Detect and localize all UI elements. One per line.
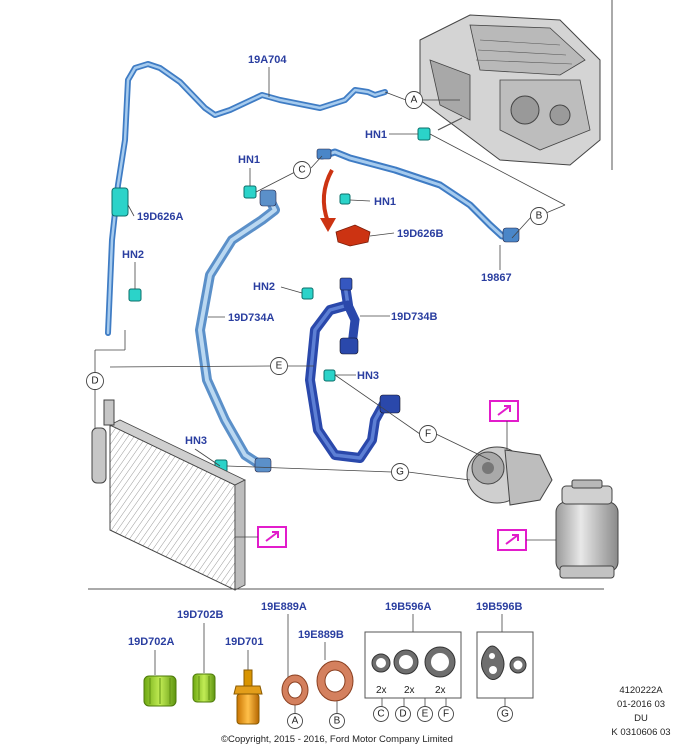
label-hn2-left: HN2	[122, 249, 144, 261]
label-hn1-red: HN1	[374, 196, 396, 208]
hose-19867	[318, 148, 516, 242]
seal-callout-g: G	[497, 706, 513, 722]
seal-rings-19b596a-image	[371, 646, 456, 678]
ref-code-1: 4120222A	[619, 685, 663, 696]
gasket-19e889a-image	[281, 674, 309, 706]
label-19d734a: 19D734A	[228, 312, 275, 324]
fitting-19d734a-top	[259, 189, 277, 207]
ref-code-4: K 0310606 03	[611, 727, 670, 738]
label-19d701: 19D701	[225, 636, 264, 648]
compressor-image	[466, 446, 553, 506]
gasket-19e889b-image	[316, 660, 354, 702]
label-19b596a: 19B596A	[385, 601, 432, 613]
label-19e889b: 19E889B	[298, 629, 344, 641]
svg-text:A: A	[292, 716, 299, 727]
fitting-19867-right	[502, 227, 520, 243]
fitting-19d734b-mid	[339, 337, 359, 355]
svg-text:A: A	[411, 95, 418, 106]
label-hn2-mid: HN2	[253, 281, 275, 293]
qty-c: 2x	[376, 685, 387, 696]
fitting-19d734a-bottom	[254, 457, 272, 473]
ref-code-2: 01-2016 03	[617, 699, 665, 710]
svg-text:C: C	[298, 165, 305, 176]
qty-e: 2x	[435, 685, 446, 696]
svg-text:G: G	[501, 709, 509, 720]
ref-code-3: DU	[634, 713, 648, 724]
link-icon-cylinder[interactable]	[497, 529, 527, 551]
link-icon-compressor[interactable]	[489, 400, 519, 422]
gasket-callout-a: A	[287, 713, 303, 729]
clip-19d626a	[111, 187, 129, 217]
leader-lines	[94, 67, 566, 541]
seal-callout-e: E	[417, 706, 433, 722]
callout-d: D	[86, 372, 104, 390]
clip-hn1-hvac	[417, 127, 431, 141]
svg-text:G: G	[396, 467, 404, 478]
label-hn1-hvac: HN1	[365, 129, 387, 141]
svg-text:D: D	[399, 709, 406, 720]
seal-callout-c: C	[373, 706, 389, 722]
seal-callout-f: F	[438, 706, 454, 722]
label-19d702b: 19D702B	[177, 609, 224, 621]
label-19b596b: 19B596B	[476, 601, 523, 613]
clip-hn1-red	[339, 193, 351, 205]
label-hn3-left: HN3	[185, 435, 207, 447]
red-arrow-head-icon	[320, 218, 336, 232]
valve-19d701-image	[233, 669, 263, 725]
part-19d626b-highlight	[335, 224, 371, 247]
label-19d626b: 19D626B	[397, 228, 444, 240]
hose-19d734a	[195, 195, 280, 471]
gasket-callout-b: B	[329, 713, 345, 729]
callout-f: F	[419, 425, 437, 443]
svg-text:B: B	[334, 716, 341, 727]
seal-rings-19b596b-image	[481, 645, 527, 680]
fitting-19867-left	[316, 148, 332, 160]
seal-callout-d: D	[395, 706, 411, 722]
refrigerant-cylinder-image	[555, 479, 619, 579]
cap-19d702b-image	[192, 673, 216, 703]
label-19a704: 19A704	[248, 54, 287, 66]
svg-text:F: F	[425, 429, 431, 440]
svg-text:D: D	[91, 376, 98, 387]
fitting-19d734b-end	[379, 394, 401, 414]
callout-b: B	[530, 207, 548, 225]
link-icon-condenser[interactable]	[257, 526, 287, 548]
qty-d: 2x	[404, 685, 415, 696]
label-19d626a: 19D626A	[137, 211, 184, 223]
svg-text:F: F	[443, 709, 449, 720]
label-19d734b: 19D734B	[391, 311, 438, 323]
clip-hn2-mid	[301, 287, 314, 300]
hvac-unit-image	[419, 14, 601, 166]
callout-c: C	[293, 161, 311, 179]
condenser-image	[91, 399, 246, 591]
svg-text:E: E	[422, 709, 429, 720]
svg-text:C: C	[377, 709, 384, 720]
clip-hn2-left	[128, 288, 142, 302]
fitting-19d734b-top	[339, 277, 353, 291]
clip-hn3-mid	[323, 369, 336, 382]
label-19e889a: 19E889A	[261, 601, 307, 613]
label-hn1-left: HN1	[238, 154, 260, 166]
copyright-text: ©Copyright, 2015 - 2016, Ford Motor Comp…	[221, 734, 453, 745]
red-arrow-icon	[321, 169, 334, 223]
svg-text:B: B	[536, 211, 543, 222]
svg-text:E: E	[276, 361, 283, 372]
cap-19d702a-image	[143, 675, 177, 707]
kit-leader-lines	[154, 614, 506, 713]
label-19d702a: 19D702A	[128, 636, 175, 648]
callout-a: A	[405, 91, 423, 109]
label-hn3-mid: HN3	[357, 370, 379, 382]
label-19867: 19867	[481, 272, 512, 284]
callout-e: E	[270, 357, 288, 375]
clip-hn1-left	[243, 185, 257, 199]
callout-g: G	[391, 463, 409, 481]
